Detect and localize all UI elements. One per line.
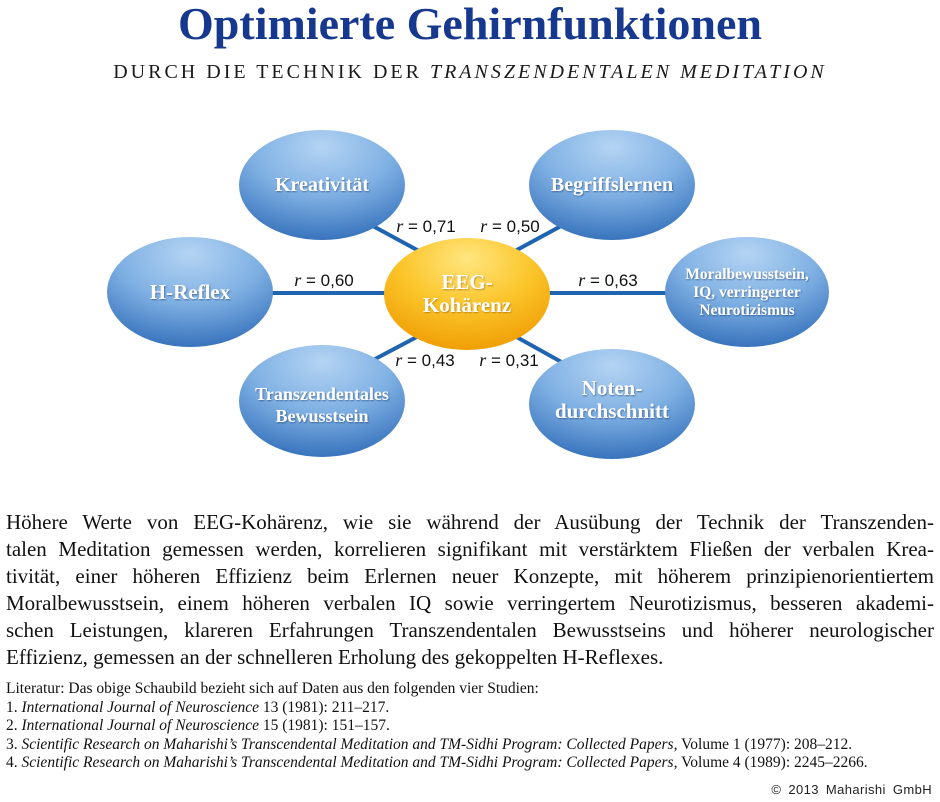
correlation-label-moralbewusstsein: r = 0,63 — [578, 270, 638, 290]
node-label-line-2: durchschnitt — [555, 399, 669, 423]
references: Literatur: Das obige Schaubild bezieht s… — [6, 680, 934, 773]
correlation-label-notendurchschnitt: r = 0,31 — [479, 350, 539, 370]
subtitle-italic: TRANSZENDENTALEN MEDITATION — [429, 61, 827, 83]
correlation-variable: r — [294, 270, 302, 290]
correlation-variable: r — [396, 216, 404, 236]
node-label: H-Reflex — [150, 280, 231, 304]
paragraph-line: talen Meditation gemessen werden, korrel… — [6, 537, 934, 561]
node-label-line-3: Neurotizismus — [699, 302, 794, 319]
correlation-diagram: r = 0,71 r = 0,50 r = 0,60 r = 0,63 r = … — [107, 130, 829, 459]
paragraph-line: tivität, einer höheren Effizienz beim Er… — [6, 564, 934, 588]
node-ellipse — [239, 345, 405, 457]
page-subtitle: DURCH DIE TECHNIK DER TRANSZENDENTALEN M… — [0, 62, 940, 82]
center-label-line-2: Kohärenz — [423, 293, 511, 317]
reference-number: 4. — [6, 754, 18, 771]
reference-number: 1. — [6, 698, 18, 716]
reference-number: 3. — [6, 735, 18, 753]
node-notendurchschnitt: Noten- durchschnitt — [529, 349, 695, 459]
paragraph-line: schen Leistungen, klareren Erfahrungen T… — [6, 618, 934, 642]
node-begriffslernen: Begriffslernen — [529, 130, 695, 240]
page-title: Optimierte Gehirnfunktionen — [178, 0, 762, 49]
reference-item: 2. International Journal of Neuroscience… — [6, 717, 934, 736]
reference-details: 13 (1981): 211–217. — [262, 698, 390, 716]
correlation-variable: r — [479, 350, 487, 370]
correlation-value: = 0,60 — [306, 271, 354, 290]
copyright-notice: © 2013 Maharishi GmbH — [771, 782, 932, 797]
center-ellipse — [384, 238, 550, 350]
reference-title: Scientific Research on Maharishi’s Trans… — [21, 754, 678, 771]
node-label: Begriffslernen — [551, 174, 673, 196]
correlation-label-h-reflex: r = 0,60 — [294, 270, 354, 290]
reference-title: International Journal of Neuroscience — [21, 698, 259, 716]
node-h-reflex: H-Reflex — [107, 237, 273, 347]
center-label-line-1: EEG- — [441, 270, 492, 294]
node-label-line-2: Bewusstsein — [275, 406, 368, 426]
correlation-value: = 0,63 — [590, 271, 638, 290]
paragraph-line: Höhere Werte von EEG-Kohärenz, wie sie w… — [6, 510, 934, 534]
node-ellipse — [239, 130, 405, 240]
correlation-label-begriffslernen: r = 0,50 — [480, 216, 540, 236]
paragraph-line: Moralbewusstsein, einem höheren verbalen… — [6, 591, 934, 615]
node-center-eeg-kohaerenz: EEG- Kohärenz — [384, 238, 550, 350]
correlation-value: = 0,43 — [407, 351, 455, 370]
node-ellipse — [665, 237, 829, 347]
reference-item: 3. Scientific Research on Maharishi’s Tr… — [6, 736, 934, 755]
correlation-labels: r = 0,71 r = 0,50 r = 0,60 r = 0,63 r = … — [294, 216, 638, 370]
correlation-variable: r — [480, 216, 488, 236]
node-label-line-1: Moralbewusstsein, — [685, 266, 809, 283]
reference-number: 2. — [6, 717, 18, 734]
reference-title: Scientific Research on Maharishi’s Trans… — [21, 735, 678, 753]
node-moralbewusstsein: Moralbewusstsein, IQ, verringerter Neuro… — [665, 237, 829, 347]
reference-title: International Journal of Neuroscience — [21, 717, 259, 734]
reference-item: 1. International Journal of Neuroscience… — [6, 699, 934, 718]
reference-details: 15 (1981): 151–157. — [262, 717, 390, 734]
paragraph-line: Effizienz, gemessen an der schnelleren E… — [6, 645, 664, 669]
node-label-line-1: Transzendentales — [255, 384, 389, 404]
correlation-variable: r — [578, 270, 586, 290]
correlation-label-transzendentales-bewusstsein: r = 0,43 — [395, 350, 455, 370]
reference-details: Volume 1 (1977): 208–212. — [681, 735, 853, 753]
correlation-label-kreativitaet: r = 0,71 — [396, 216, 456, 236]
reference-item: 4. Scientific Research on Maharishi’s Tr… — [6, 754, 934, 773]
node-label-line-1: Noten- — [582, 376, 643, 400]
node-ellipse — [529, 349, 695, 459]
correlation-value: = 0,31 — [491, 351, 539, 370]
correlation-value: = 0,50 — [492, 217, 540, 236]
node-label: Kreativität — [275, 174, 369, 196]
node-kreativitaet: Kreativität — [239, 130, 405, 240]
node-label-line-2: IQ, verringerter — [693, 284, 801, 301]
reference-details: Volume 4 (1989): 2245–2266. — [681, 754, 868, 771]
subtitle-upright: DURCH DIE TECHNIK DER — [113, 61, 422, 83]
correlation-value: = 0,71 — [408, 217, 456, 236]
references-intro: Literatur: Das obige Schaubild bezieht s… — [6, 680, 539, 697]
node-ellipse — [529, 130, 695, 240]
description-paragraph: Höhere Werte von EEG-Kohärenz, wie sie w… — [6, 509, 934, 671]
correlation-variable: r — [395, 350, 403, 370]
node-transzendentales-bewusstsein: Transzendentales Bewusstsein — [239, 345, 405, 457]
node-ellipse — [107, 237, 273, 347]
